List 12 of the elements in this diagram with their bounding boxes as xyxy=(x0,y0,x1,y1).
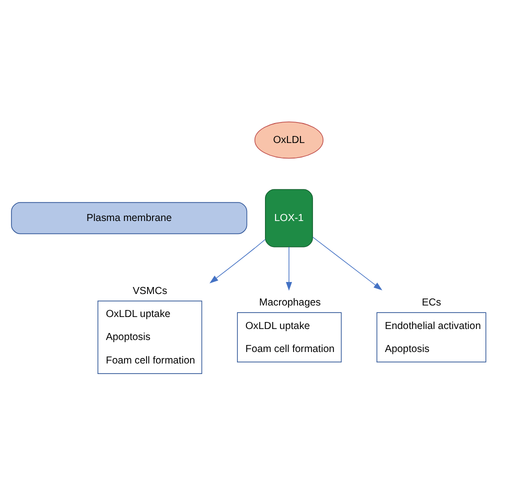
node-ellipse: OxLDL xyxy=(254,121,324,158)
node-box: OxLDL uptake Foam cell formation xyxy=(237,312,342,362)
node-label: VSMCs xyxy=(132,285,168,296)
node-box: LOX-1 xyxy=(264,188,313,247)
arrow xyxy=(286,246,292,290)
arrow xyxy=(210,238,266,283)
node-box: OxLDL uptake Apoptosis Foam cell formation xyxy=(98,300,202,374)
node-box: Plasma membrane xyxy=(11,202,248,234)
node-label: ECs xyxy=(422,296,442,308)
arrow xyxy=(312,236,382,290)
node-box: Endothelial activation Apoptosis xyxy=(376,312,486,362)
node-label: Macrophages xyxy=(259,296,321,308)
